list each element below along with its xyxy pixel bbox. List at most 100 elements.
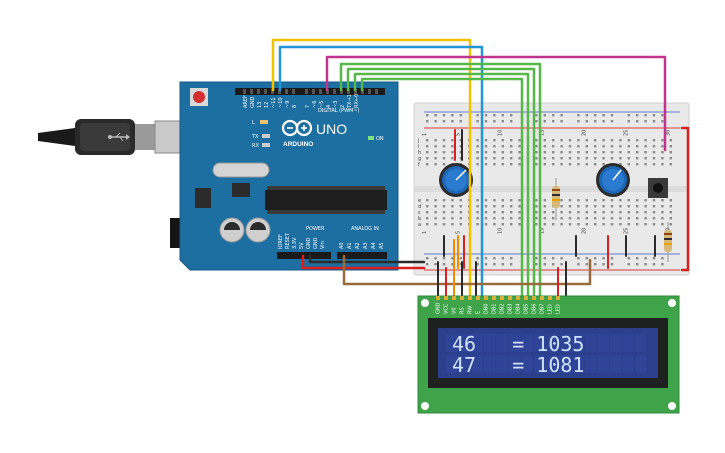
lcd-cell [496, 355, 508, 373]
arduino-logo [281, 119, 313, 137]
lcd-pin [452, 296, 456, 300]
power-pin-label: GND [306, 237, 312, 249]
breadboard-hole [577, 139, 580, 142]
breadboard-hole [543, 211, 546, 214]
digital-pin-label: 2 [340, 105, 346, 108]
breadboard-hole [652, 217, 656, 220]
breadboard-hole [610, 211, 614, 214]
lcd-cell [622, 334, 634, 352]
lcd-cell [559, 355, 571, 373]
breadboard-hole [602, 199, 605, 202]
breadboard-hole [602, 211, 605, 214]
digital-pin-label: ~9 [285, 101, 291, 108]
breadboard-hole [484, 211, 488, 214]
breadboard-hole [510, 263, 513, 266]
breadboard-hole [459, 211, 462, 214]
breadboard-hole [585, 145, 588, 148]
lcd-cell [521, 355, 533, 373]
breadboard-hole [451, 114, 454, 117]
digital-pin-label: 7 [305, 105, 311, 108]
reset-button[interactable] [190, 88, 208, 106]
breadboard-hole [627, 223, 630, 226]
breadboard-hole [552, 223, 555, 226]
breadboard-hole [426, 163, 429, 166]
breadboard-hole [602, 257, 605, 260]
breadboard-hole [652, 263, 656, 266]
breadboard-hole [535, 263, 538, 266]
breadboard-hole [585, 151, 588, 154]
breadboard-hole [476, 151, 479, 154]
breadboard-hole [451, 199, 454, 202]
breadboard-hole [644, 145, 647, 148]
breadboard-hole [652, 223, 656, 226]
breadboard-hole [510, 257, 513, 260]
breadboard-hole [510, 139, 513, 142]
potentiometer-2[interactable] [596, 163, 630, 197]
lcd-cell [483, 355, 496, 373]
lcd-pin-label: RS [460, 307, 466, 314]
breadboard-hole [585, 223, 588, 226]
breadboard-hole [543, 163, 546, 166]
breadboard-hole [636, 120, 639, 123]
breadboard-row-letter: e [418, 198, 421, 204]
lcd-cell [597, 334, 609, 352]
breadboard-hole [644, 163, 647, 166]
breadboard-hole [652, 257, 656, 260]
breadboard-hole [552, 151, 555, 154]
breadboard-hole [627, 211, 630, 214]
breadboard-hole [426, 114, 429, 117]
breadboard-hole [619, 211, 622, 214]
breadboard-hole [459, 257, 462, 260]
power-pin-label: 3.3V [292, 237, 298, 249]
breadboard-hole [476, 163, 479, 166]
breadboard-hole [661, 223, 664, 226]
potentiometer-1[interactable] [439, 163, 473, 197]
lcd-pin-label: DB3 [508, 304, 514, 314]
digital-pin-label: 13 [257, 102, 263, 108]
breadboard-hole [476, 120, 479, 123]
breadboard-hole [501, 151, 504, 154]
breadboard-hole [552, 211, 555, 214]
breadboard-hole [560, 211, 563, 214]
lcd-pin [484, 296, 488, 300]
breadboard-hole [442, 263, 446, 266]
breadboard-hole [585, 157, 588, 160]
l-led [260, 120, 268, 124]
breadboard-hole [476, 223, 479, 226]
breadboard-hole [568, 217, 572, 220]
breadboard-hole [652, 145, 656, 148]
breadboard-column-number: 5 [456, 231, 462, 234]
digital-pin-label: 4 [326, 105, 332, 108]
breadboard-hole [476, 263, 479, 266]
breadboard-hole [577, 211, 580, 214]
lcd-pin-label: LED [556, 304, 562, 314]
breadboard-hole [627, 217, 630, 220]
breadboard-hole [627, 163, 630, 166]
breadboard-hole [568, 199, 572, 202]
breadboard-hole [459, 157, 462, 160]
breadboard-column-number: 10 [498, 228, 504, 234]
breadboard-hole [434, 223, 437, 226]
breadboard-hole [535, 139, 538, 142]
breadboard-hole [543, 139, 546, 142]
breadboard-hole [661, 120, 664, 123]
breadboard-hole [510, 199, 513, 202]
breadboard-hole [594, 163, 597, 166]
breadboard-hole [501, 120, 504, 123]
lcd-character-cells [446, 334, 647, 373]
digital-header [235, 88, 385, 95]
breadboard-hole [602, 139, 605, 142]
breadboard-hole [560, 163, 563, 166]
breadboard-hole [594, 114, 597, 117]
breadboard-hole [627, 120, 630, 123]
breadboard-hole [493, 151, 496, 154]
capacitor-2 [245, 217, 271, 243]
breadboard-hole [493, 263, 496, 266]
push-button[interactable] [648, 178, 668, 198]
breadboard-column-number: 25 [624, 130, 630, 136]
breadboard-hole [568, 139, 572, 142]
breadboard-hole [661, 163, 664, 166]
